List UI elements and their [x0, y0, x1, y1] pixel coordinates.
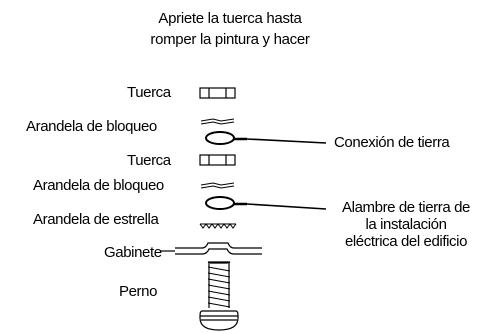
ground-lug-bottom-icon	[205, 196, 247, 210]
label-ground-connection: Conexión de tierra	[334, 134, 450, 151]
label-chassis: Gabinete	[104, 244, 162, 261]
instruction-title: Apriete la tuerca hasta romper la pintur…	[105, 8, 355, 50]
label-lock-washer-bottom: Arandela de bloqueo	[33, 177, 164, 194]
label-building-ground-wire-line-1: Alambre de tierra de	[342, 199, 470, 216]
lock-washer-top-icon	[200, 118, 235, 125]
chassis-panel-icon	[160, 242, 262, 255]
star-washer-icon	[199, 223, 237, 229]
ground-lug-top-icon	[205, 131, 247, 145]
bolt-icon	[199, 261, 239, 331]
building-ground-wire-line	[246, 203, 327, 210]
lock-washer-bottom-icon	[200, 182, 235, 189]
nut-bottom-icon	[199, 154, 236, 166]
ground-connection-wire	[246, 138, 327, 144]
label-building-ground-wire-line-2: la instalación	[365, 216, 447, 233]
label-nut-bottom: Tuerca	[127, 152, 171, 169]
label-building-ground-wire-line-3: eléctrica del edificio	[344, 233, 468, 250]
instruction-title-line-1: Apriete la tuerca hasta	[158, 10, 302, 27]
instruction-title-line-2: romper la pintura y hacer	[150, 31, 310, 48]
label-star-washer: Arandela de estrella	[33, 211, 159, 228]
label-lock-washer-top: Arandela de bloqueo	[26, 118, 157, 135]
label-building-ground-wire: Alambre de tierra de la instalación eléc…	[318, 199, 491, 250]
label-nut-top: Tuerca	[127, 84, 171, 101]
nut-top-icon	[199, 87, 236, 99]
label-bolt: Perno	[119, 283, 158, 300]
